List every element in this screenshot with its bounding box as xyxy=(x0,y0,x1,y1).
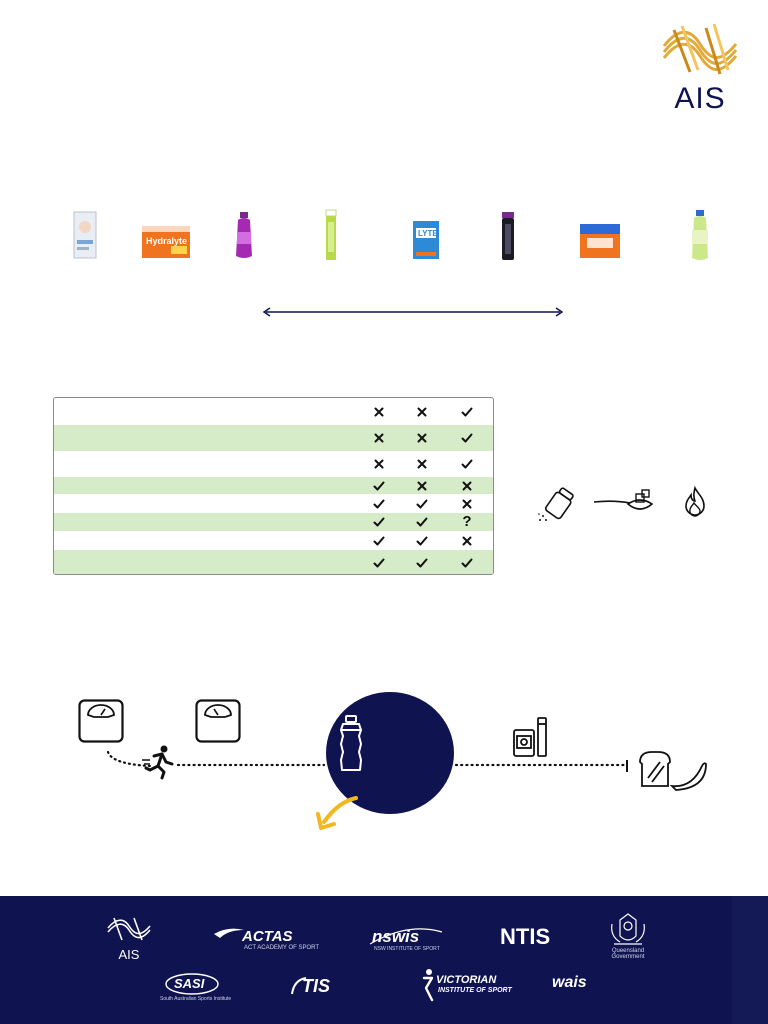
salt-shaker-icon xyxy=(536,484,580,524)
cross-icon xyxy=(458,533,476,549)
footer-wais-logo: wais xyxy=(552,974,587,991)
table-row xyxy=(54,477,493,494)
footer-ntis-logo: NTIS xyxy=(500,924,551,949)
footer-tis-logo: TIS xyxy=(290,974,356,1000)
lyte-pack-icon: LYTE xyxy=(412,220,440,260)
green-tube-icon xyxy=(323,208,339,262)
footer-edge-strip xyxy=(732,896,768,1024)
footer-actas-text: ACTAS xyxy=(242,928,293,945)
ais-logo: AIS xyxy=(652,22,748,115)
dotted-path-end xyxy=(454,760,628,772)
footer-sasi-sub: South Australian Sports Institute xyxy=(160,996,232,1002)
check-icon xyxy=(413,496,431,512)
check-icon xyxy=(458,404,476,420)
check-icon xyxy=(413,533,431,549)
footer-vis-logo: VICTORIAN INSTITUTE OF SPORT xyxy=(418,968,518,1004)
cross-icon xyxy=(413,404,431,420)
svg-text:LYTE: LYTE xyxy=(418,229,438,238)
scale-before-icon xyxy=(78,699,124,743)
vis-figure-icon xyxy=(422,969,434,1002)
check-icon xyxy=(370,478,388,494)
supplement-pack-icon xyxy=(512,716,550,760)
footer-actas-logo: ACTAS ACT ACADEMY OF SPORT xyxy=(214,926,319,952)
ais-ribbon-icon xyxy=(662,23,738,75)
sports-drink-bottle-icon xyxy=(689,208,711,262)
yellow-arrow-icon xyxy=(312,794,360,832)
footer-sasi-text: SASI xyxy=(174,976,205,991)
sachet-box-icon xyxy=(72,210,98,260)
table-row xyxy=(54,494,493,513)
footer-actas-sub: ACT ACADEMY OF SPORT xyxy=(244,945,320,951)
check-icon xyxy=(458,555,476,571)
check-icon xyxy=(370,555,388,571)
hydralyte-box-icon: Hydralyte xyxy=(141,222,191,260)
ais-ribbon-white-icon xyxy=(107,917,151,941)
cross-icon xyxy=(370,456,388,472)
black-tube-icon xyxy=(499,210,517,262)
cross-icon xyxy=(370,404,388,420)
cross-icon xyxy=(370,430,388,446)
table-row xyxy=(54,451,493,477)
table-row xyxy=(54,398,493,425)
footer-ais-text: AIS xyxy=(118,947,140,962)
footer-logo-bar: AIS ACTAS ACT ACADEMY OF SPORT nswis NSW… xyxy=(0,896,768,1024)
check-icon xyxy=(370,496,388,512)
check-icon xyxy=(370,533,388,549)
comparison-table: ? xyxy=(53,397,494,575)
check-icon xyxy=(370,514,388,530)
svg-text:Hydralyte: Hydralyte xyxy=(146,236,187,246)
table-row: ? xyxy=(54,513,493,531)
hydralyte-orange-box-icon xyxy=(579,222,621,260)
qld-crest-icon xyxy=(611,913,645,945)
footer-vis-sub: INSTITUTE OF SPORT xyxy=(438,987,512,994)
scale-after-icon xyxy=(195,699,241,743)
check-icon xyxy=(413,514,431,530)
footer-ais-logo: AIS xyxy=(106,916,152,962)
cross-icon xyxy=(458,496,476,512)
hydration-circle xyxy=(326,692,454,814)
question-mark: ? xyxy=(462,513,472,530)
ais-logo-text: AIS xyxy=(674,82,726,115)
table-row xyxy=(54,531,493,550)
runner-icon xyxy=(140,744,176,780)
check-icon xyxy=(458,430,476,446)
footer-vis-text: VICTORIAN xyxy=(436,974,497,986)
check-icon xyxy=(413,555,431,571)
flame-icon xyxy=(680,485,710,518)
cross-icon xyxy=(413,430,431,446)
sugar-spoon-icon xyxy=(592,486,656,516)
footer-tis-text: TIS xyxy=(302,976,331,996)
dotted-path-start xyxy=(106,750,152,768)
footer-qld-text: Queensland Government xyxy=(611,948,645,960)
tis-swoosh-icon xyxy=(291,977,307,995)
cross-icon xyxy=(458,478,476,494)
double-arrow-icon xyxy=(262,307,564,317)
cross-icon xyxy=(413,478,431,494)
footer-nswis-sub: NSW INSTITUTE OF SPORT xyxy=(374,946,440,952)
sasi-ellipse-icon xyxy=(165,973,219,995)
nswis-swoosh-icon xyxy=(369,928,443,945)
table-row xyxy=(54,425,493,451)
bread-banana-icon xyxy=(636,748,708,792)
cross-icon xyxy=(413,456,431,472)
footer-nswis-logo: nswis NSW INSTITUTE OF SPORT xyxy=(368,924,444,952)
actas-swoosh-icon xyxy=(214,928,244,938)
check-icon xyxy=(458,456,476,472)
table-row xyxy=(54,550,493,574)
footer-nswis-text: nswis xyxy=(372,927,420,946)
dotted-path-middle xyxy=(176,763,326,767)
footer-sasi-logo: SASI South Australian Sports Institute xyxy=(160,972,231,1002)
water-bottle-icon xyxy=(336,714,366,774)
footer-qld-logo: Queensland Government xyxy=(606,912,650,960)
purple-bottle-icon xyxy=(234,210,254,260)
